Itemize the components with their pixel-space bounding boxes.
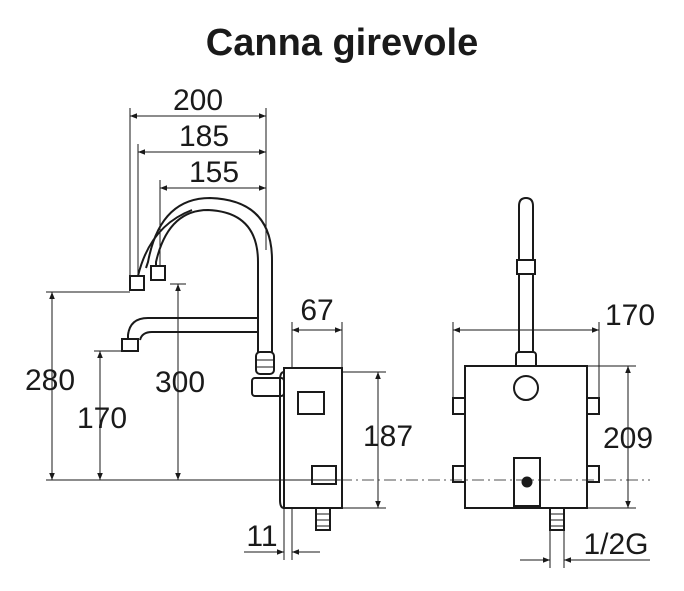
dim-11-label: 11 xyxy=(246,520,277,553)
dim-170-left-label: 170 xyxy=(77,402,127,435)
sensor-eye xyxy=(521,476,533,488)
lug-top-right xyxy=(586,397,600,415)
dim-300-label: 300 xyxy=(155,366,205,399)
lug-bottom-left xyxy=(452,465,466,483)
swivel-joint xyxy=(255,351,275,375)
dimension-lines xyxy=(46,108,650,568)
dim-thread-label: 1/2G xyxy=(583,528,648,561)
dim-280-label: 280 xyxy=(25,364,75,397)
inlet-thread-front xyxy=(549,507,565,531)
side-cutout-bottom xyxy=(311,465,337,485)
control-box-side xyxy=(283,367,343,509)
dim-185-label: 185 xyxy=(179,120,229,153)
front-view xyxy=(452,196,600,531)
dim-155-label: 155 xyxy=(189,156,239,189)
outlet-nozzle-low xyxy=(121,338,139,352)
lug-top-left xyxy=(452,397,466,415)
outlet-nozzle-185 xyxy=(129,275,145,291)
spout-collar xyxy=(516,259,536,275)
spout-side-view xyxy=(121,196,343,531)
dim-200-label: 200 xyxy=(173,84,223,117)
dim-209-label: 209 xyxy=(603,422,653,455)
inlet-thread-side xyxy=(315,507,331,531)
dim-170-top-label: 170 xyxy=(605,299,655,332)
dim-187-label: 187 xyxy=(363,420,413,453)
lug-bottom-right xyxy=(586,465,600,483)
dim-67-label: 67 xyxy=(300,294,333,327)
side-cutout-top xyxy=(297,391,325,415)
outlet-nozzle-155 xyxy=(150,265,166,281)
swivel-ring xyxy=(513,375,539,401)
drawing-title: Canna girevole xyxy=(205,22,479,64)
